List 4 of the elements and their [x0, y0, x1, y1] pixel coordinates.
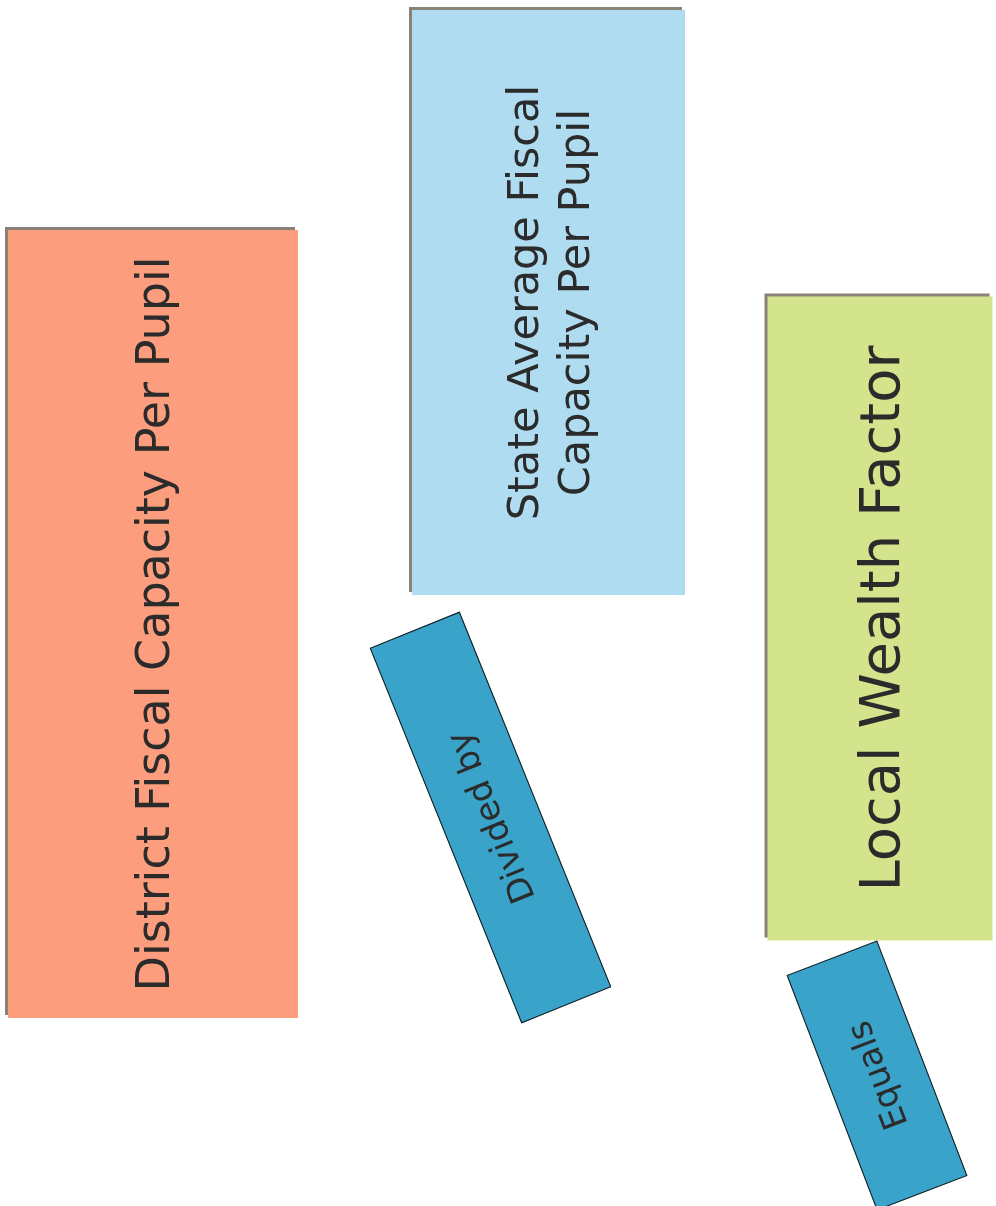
- text-card: Equals: [786, 940, 968, 1206]
- text-card: District Fiscal Capacity Per Pupil: [8, 230, 298, 1018]
- text-card: Local Wealth Factor: [767, 296, 993, 940]
- text-card: State Average Fiscal Capacity Per Pupil: [411, 9, 685, 595]
